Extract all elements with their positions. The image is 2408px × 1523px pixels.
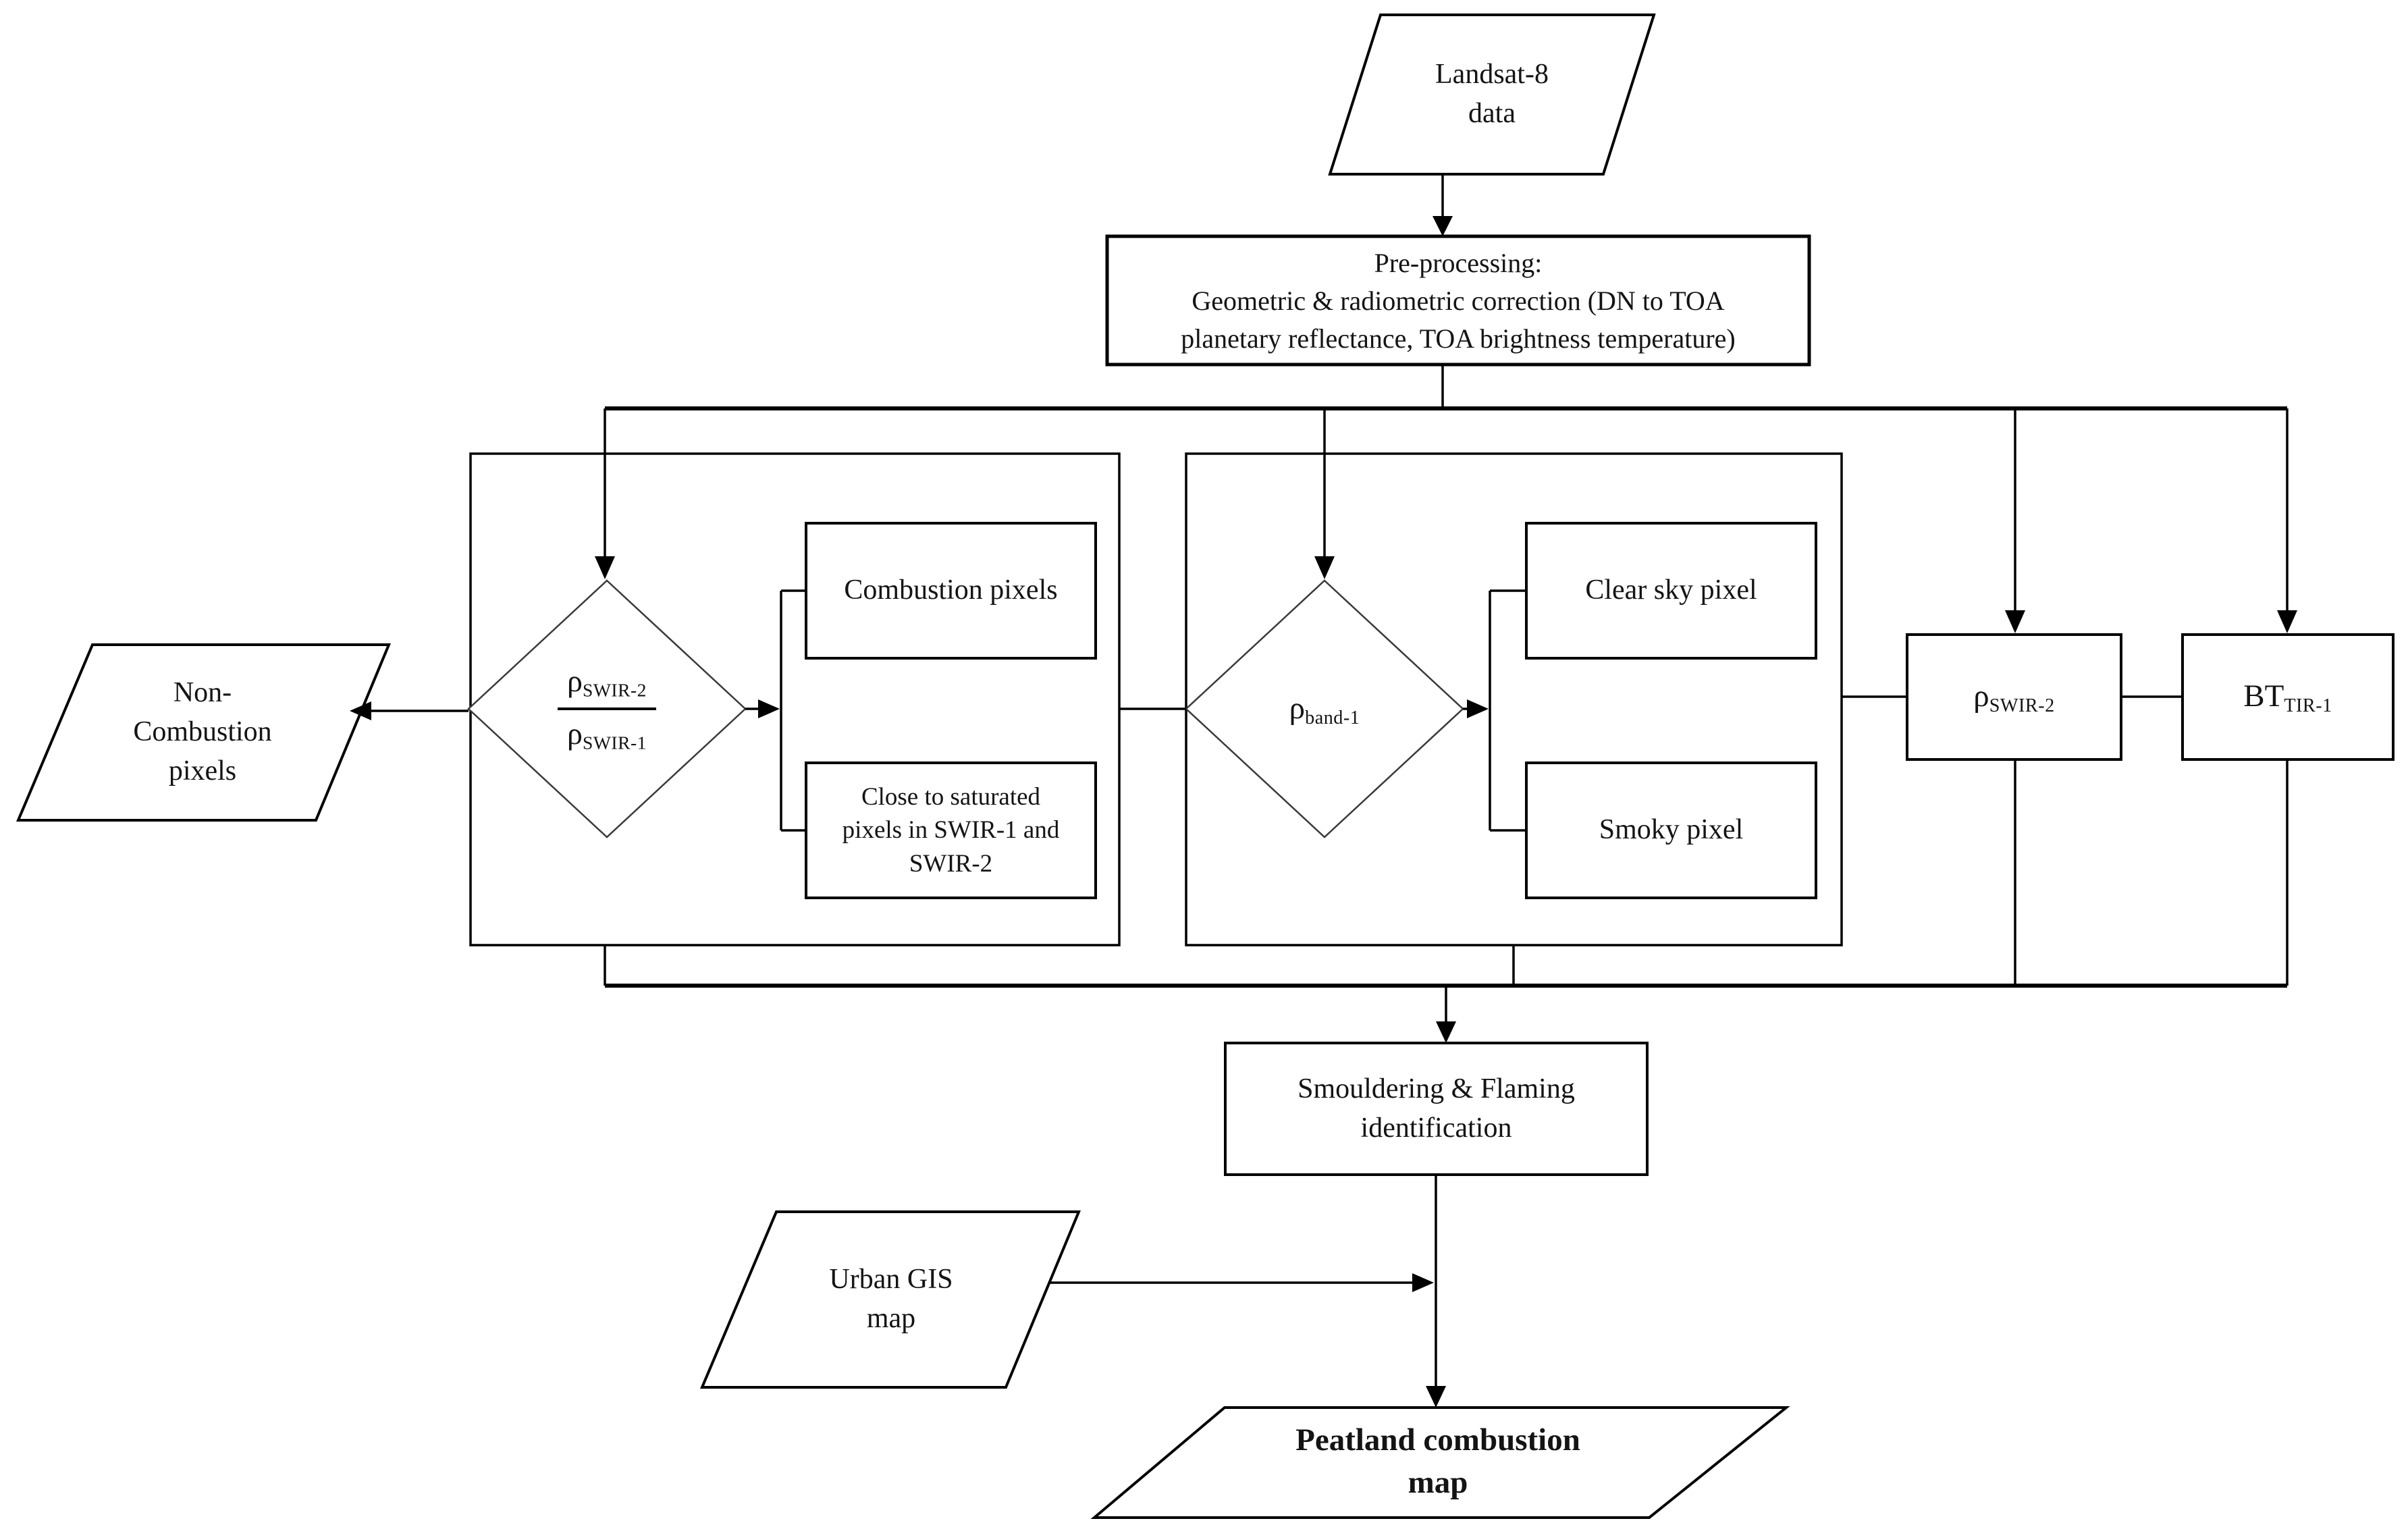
- non-combustion-line2: Combustion: [133, 716, 272, 748]
- arrowhead-into-rho-swir2: [2005, 610, 2025, 633]
- rho-symbol-denominator: ρ: [567, 716, 583, 751]
- combustion-pixels-label: Combustion pixels: [809, 527, 1092, 655]
- swir-ratio-numerator: ρSWIR-2: [558, 664, 656, 710]
- preprocessing-shape: [1105, 234, 1811, 367]
- arrowhead-into-bt-tir1: [2277, 610, 2297, 633]
- swir2-subscript: SWIR-2: [582, 679, 647, 701]
- landsat-line2: data: [1468, 98, 1516, 129]
- rho-swir2-label: ρSWIR-2: [1910, 638, 2118, 756]
- clear-sky-pixel-label: Clear sky pixel: [1530, 527, 1813, 655]
- non-combustion-label: Non- Combustion pixels: [64, 648, 341, 817]
- urban-gis-line1: Urban GIS: [829, 1264, 953, 1295]
- preprocessing-line2: Geometric & radiometric correction (DN t…: [1192, 286, 1725, 316]
- smoky-pixel-shape: [1525, 762, 1817, 899]
- arrowhead-into-smouldering: [1436, 1021, 1456, 1043]
- rho-swir2-symbol-line: ρSWIR-2: [1973, 674, 2054, 720]
- bt-tir1-symbol-line: BTTIR-1: [2243, 674, 2332, 720]
- bt-tir1-subscript: TIR-1: [2284, 695, 2332, 716]
- arrowhead-into-preprocessing: [1433, 216, 1453, 236]
- clear-sky-pixel-shape: [1525, 522, 1817, 660]
- bt-tir1-label: BTTIR-1: [2186, 638, 2390, 756]
- non-combustion-line1: Non-: [173, 677, 232, 709]
- arrowhead-into-peatland: [1426, 1386, 1446, 1408]
- swir-ratio-label: ρSWIR-2 ρSWIR-1: [506, 628, 708, 790]
- combustion-branch-container: [469, 452, 1121, 946]
- arrowhead-band1-out: [1467, 699, 1489, 718]
- arrowhead-urban-join: [1412, 1273, 1434, 1292]
- preprocessing-label: Pre-processing: Geometric & radiometric …: [1117, 244, 1799, 358]
- band1-subscript: band-1: [1305, 707, 1360, 728]
- combustion-pixels-text: Combustion pixels: [844, 575, 1058, 606]
- saturated-line1: Close to saturated: [861, 783, 1041, 811]
- peatland-line1: Peatland combustion: [1295, 1422, 1580, 1458]
- smouldering-line1: Smouldering & Flaming: [1297, 1073, 1575, 1104]
- landsat-data-shape: [1328, 14, 1656, 176]
- rho-symbol-swir2box: ρ: [1973, 678, 1989, 714]
- non-combustion-shape: [16, 643, 391, 822]
- rho-symbol-numerator: ρ: [567, 663, 583, 698]
- arrowhead-into-swir-ratio: [595, 556, 615, 579]
- urban-gis-line2: map: [866, 1303, 916, 1334]
- band1-symbol-line: ρband-1: [1289, 687, 1360, 732]
- preprocessing-line3: planetary reflectance, TOA brightness te…: [1181, 323, 1736, 354]
- smouldering-label: Smouldering & Flaming identification: [1232, 1046, 1640, 1171]
- saturated-pixels-shape: [805, 762, 1097, 899]
- saturated-line2: pixels in SWIR-1 and: [842, 816, 1060, 845]
- swir1-subscript: SWIR-1: [582, 732, 647, 753]
- saturated-pixels-label: Close to saturated pixels in SWIR-1 and …: [811, 765, 1090, 896]
- rho-symbol-band1: ρ: [1289, 690, 1306, 726]
- landsat-data-label: Landsat-8 data: [1347, 37, 1637, 152]
- smouldering-shape: [1224, 1042, 1649, 1176]
- arrowhead-into-band1: [1314, 556, 1335, 579]
- non-combustion-line3: pixels: [168, 755, 237, 786]
- smouldering-line2: identification: [1360, 1112, 1512, 1144]
- preprocessing-line1: Pre-processing:: [1374, 248, 1543, 278]
- peatland-line2: map: [1408, 1465, 1468, 1500]
- smoky-pixel-label: Smoky pixel: [1530, 766, 1813, 894]
- swir-ratio-denominator: ρSWIR-1: [567, 710, 647, 753]
- saturated-line3: SWIR-2: [909, 849, 993, 878]
- rho-swir2-subscript: SWIR-2: [1989, 695, 2055, 716]
- landsat-line1: Landsat-8: [1435, 59, 1549, 90]
- urban-gis-label: Urban GIS map: [746, 1229, 1036, 1370]
- band1-decision-shape: [1185, 579, 1464, 838]
- peatland-map-shape: [1090, 1406, 1790, 1519]
- urban-gis-shape: [699, 1210, 1081, 1389]
- smoky-pixel-text: Smoky pixel: [1599, 814, 1744, 846]
- arrowhead-swir-ratio-out: [758, 699, 780, 718]
- peatland-map-label: Peatland combustion map: [1171, 1411, 1705, 1512]
- band1-decision-label: ρband-1: [1223, 665, 1426, 753]
- arrowhead-into-non-combustion: [350, 701, 371, 720]
- bt-symbol: BT: [2243, 678, 2284, 714]
- clear-sky-pixel-text: Clear sky pixel: [1585, 575, 1757, 606]
